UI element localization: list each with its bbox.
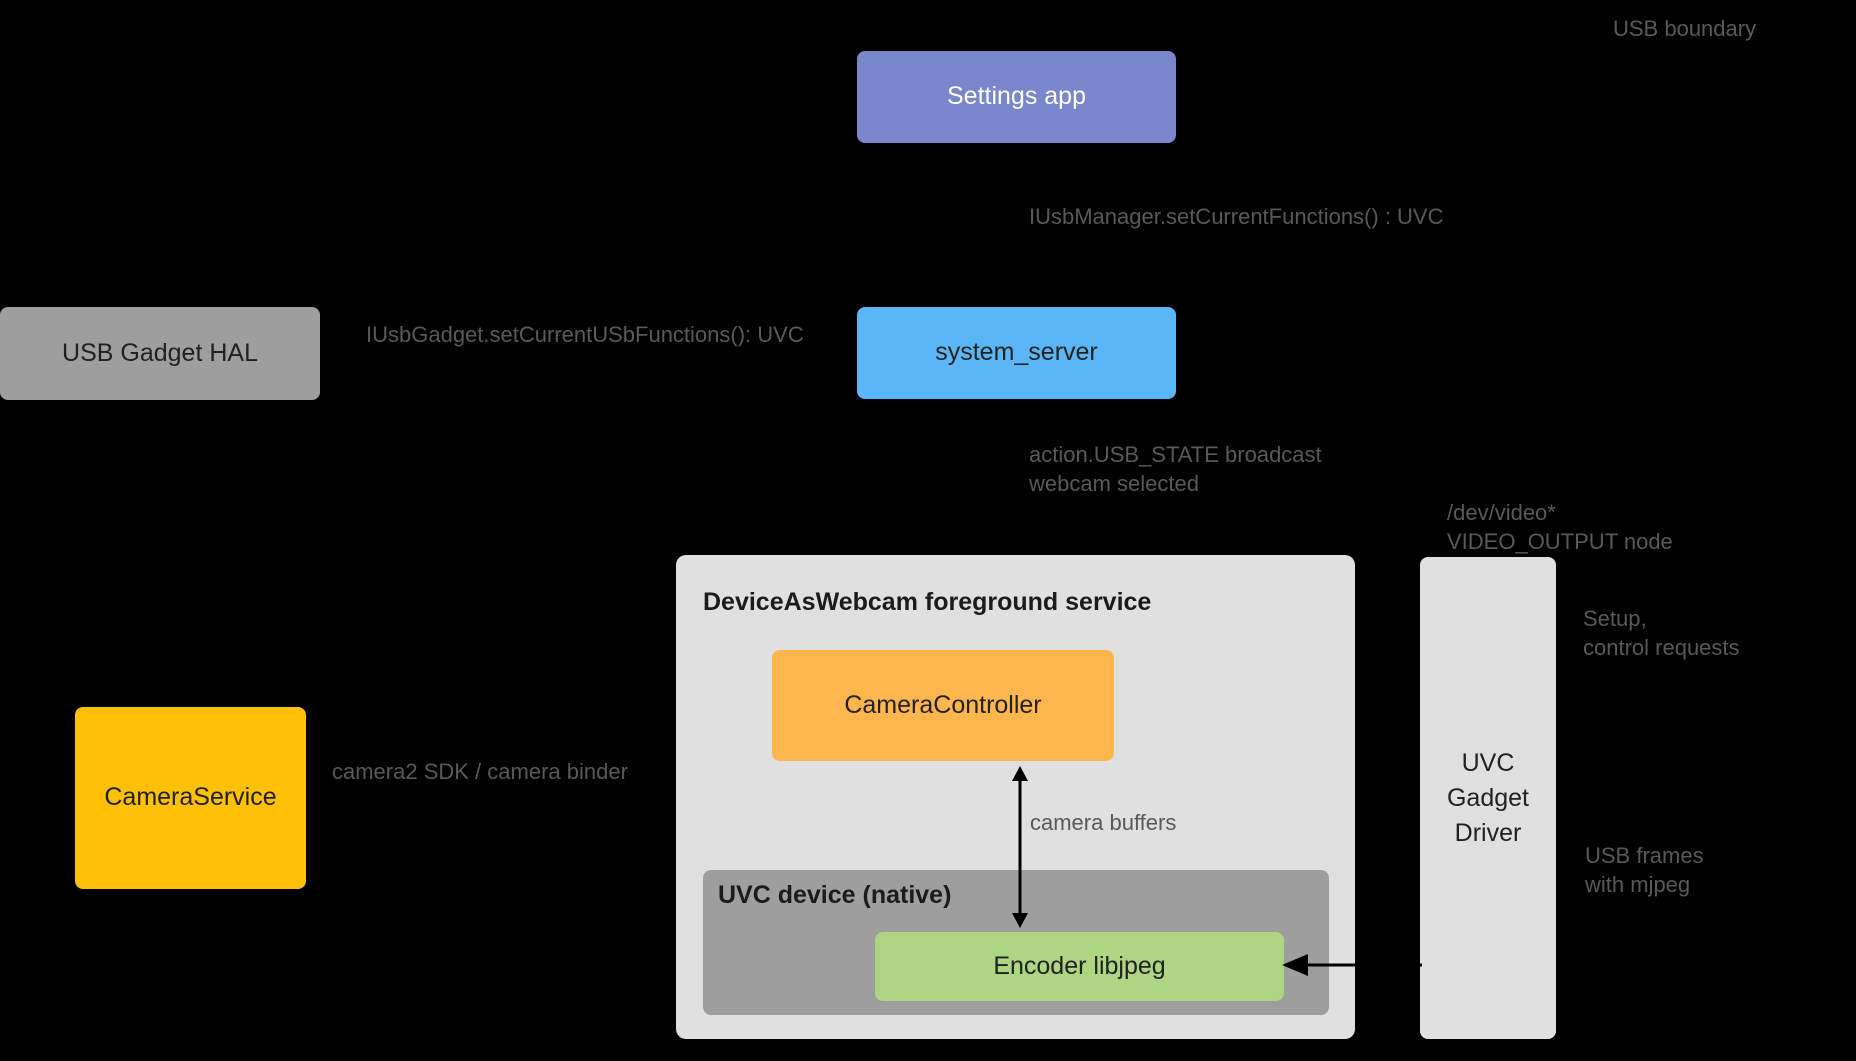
camera-buffers-label: camera buffers (1030, 810, 1177, 835)
node-settings-app[interactable]: Settings app (857, 51, 1176, 143)
usb-frames-mjpeg-label: USB frames with mjpeg (1585, 843, 1704, 898)
node-encoder-libjpeg[interactable]: Encoder libjpeg (875, 932, 1284, 1001)
setup-control-requests-label: Setup, control requests (1583, 606, 1740, 661)
dev-video-node-label: /dev/video* VIDEO_OUTPUT node (1447, 500, 1673, 555)
iusbmanager-call-label: IUsbManager.setCurrentFunctions() : UVC (1029, 204, 1444, 229)
camera-buffers-arrow (1012, 766, 1028, 928)
usb-boundary-label: USB boundary (1613, 16, 1757, 41)
node-camera-controller[interactable]: CameraController (772, 650, 1114, 761)
node-camera-service[interactable]: CameraService (75, 707, 306, 889)
camera2-sdk-label: camera2 SDK / camera binder (332, 759, 628, 784)
usb-state-broadcast-label: action.USB_STATE broadcast webcam select… (1029, 442, 1322, 497)
node-usb-gadget-hal[interactable]: USB Gadget HAL (0, 307, 320, 400)
deviceaswebcam-service-title: DeviceAsWebcam foreground service (703, 588, 1152, 616)
gadget-driver-to-encoder-arrow (1282, 954, 1422, 976)
node-system-server[interactable]: system_server (857, 307, 1176, 399)
uvc-device-native-title: UVC device (native) (718, 881, 952, 909)
iusbgadget-call-label: IUsbGadget.setCurrentUSbFunctions(): UVC (366, 322, 804, 347)
node-uvc-gadget-driver[interactable]: UVC Gadget Driver (1420, 557, 1556, 1039)
